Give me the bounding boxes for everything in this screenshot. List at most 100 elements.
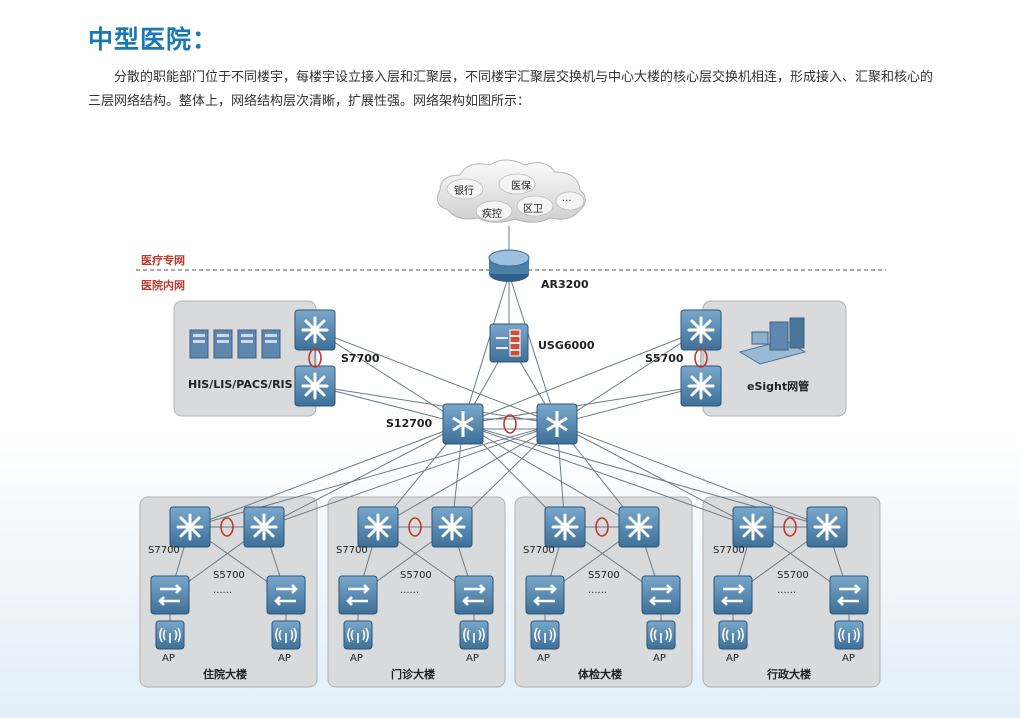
router-core-link xyxy=(462,273,510,425)
building-2-agg-switch-icon xyxy=(357,506,399,548)
cloud-item-more: ... xyxy=(562,193,572,204)
server-core-link xyxy=(314,329,464,425)
uplink-line xyxy=(263,423,558,528)
building-4-stack-icon xyxy=(783,517,797,537)
building-4-agg-switch-icon xyxy=(732,506,774,548)
intro-paragraph: 分散的职能部门位于不同楼宇，每楼宇设立接入层和汇聚层，不同楼宇汇聚层交换机与中心… xyxy=(88,70,934,109)
building-2-ap-right: AP xyxy=(466,653,479,664)
building-3-dots: ...... xyxy=(588,585,608,596)
cloud-bubble xyxy=(498,173,536,195)
mgmt-label: eSight网管 xyxy=(747,380,810,393)
mgmt-server-icon xyxy=(789,317,805,349)
building-4-dots: ...... xyxy=(777,585,797,596)
building-1-agg-switch-icon xyxy=(243,506,285,548)
cloud-item-cdc: 疾控 xyxy=(482,209,502,220)
mgmt-core-link xyxy=(462,329,702,425)
building-4-access-switch-icon xyxy=(829,575,869,615)
building-4-agg-label: S7700 xyxy=(713,545,745,556)
server-slot xyxy=(217,340,229,343)
server-stack-icon xyxy=(308,348,322,368)
firewall-label: USG6000 xyxy=(538,339,595,352)
building-1-agg-switch-icon xyxy=(169,506,211,548)
building-2-agg-label: S7700 xyxy=(336,545,368,556)
server-slot xyxy=(193,340,205,343)
building-3-ap-left: AP xyxy=(537,653,550,664)
building-3-access-switch-icon xyxy=(525,575,565,615)
building-4-name: 行政大楼 xyxy=(767,668,811,681)
building-2-stack-icon xyxy=(408,517,422,537)
mgmt-stack-icon xyxy=(694,348,708,368)
server-slot xyxy=(217,334,229,337)
zone-internal-label: 医院内网 xyxy=(141,279,185,292)
building-3-ap-icon xyxy=(646,620,676,650)
server-slot xyxy=(241,334,253,337)
building-2-ap-left: AP xyxy=(350,653,363,664)
building-3-stack-icon xyxy=(595,517,609,537)
mgmt-core-link xyxy=(556,329,702,425)
server-slot xyxy=(193,334,205,337)
server-slot xyxy=(265,340,277,343)
core-stack-icon xyxy=(503,414,517,434)
building-4-ap-right: AP xyxy=(842,653,855,664)
building-2-access-switch-icon xyxy=(454,575,494,615)
building-2-access-label: S5700 xyxy=(400,570,432,581)
building-1-dots: ...... xyxy=(213,585,233,596)
firewall-icon xyxy=(489,323,529,363)
cloud-bubble xyxy=(555,191,585,211)
building-1-ap-left: AP xyxy=(162,653,175,664)
cloud-item-insurance: 医保 xyxy=(511,181,531,192)
building-3-access-label: S5700 xyxy=(588,570,620,581)
cloud-bubble xyxy=(516,195,554,217)
router-icon xyxy=(488,249,530,267)
server-core-link xyxy=(314,329,558,425)
building-3-name: 体检大楼 xyxy=(578,668,622,681)
building-2-dots: ...... xyxy=(400,585,420,596)
core-switch-icon xyxy=(536,403,578,445)
building-2-ap-icon xyxy=(343,620,373,650)
monitor-icon xyxy=(751,331,769,345)
uplink-line xyxy=(462,423,640,528)
cloud-bubble xyxy=(475,200,513,222)
server-agg-label: S7700 xyxy=(341,352,380,365)
mgmt-server-icon xyxy=(769,321,789,351)
uplink-line xyxy=(377,423,558,528)
building-3-ap-icon xyxy=(530,620,560,650)
uplink-line xyxy=(189,423,464,528)
building-3-agg-switch-icon xyxy=(544,506,586,548)
cloud-item-district: 区卫 xyxy=(523,204,543,215)
building-3-agg-label: S7700 xyxy=(523,545,555,556)
building-2-agg-switch-icon xyxy=(431,506,473,548)
building-1-access-switch-icon xyxy=(266,575,306,615)
building-1-ap-right: AP xyxy=(278,653,291,664)
server-core-link xyxy=(314,385,464,425)
mgmt-core-link xyxy=(556,385,702,425)
server-slot xyxy=(241,340,253,343)
server-agg-switch-icon xyxy=(294,365,336,407)
core-switch-label: S12700 xyxy=(386,417,433,430)
building-2-ap-icon xyxy=(459,620,489,650)
server-agg-switch-icon xyxy=(294,309,336,351)
building-2-access-switch-icon xyxy=(338,575,378,615)
uplink-line xyxy=(263,423,464,528)
building-3-access-switch-icon xyxy=(641,575,681,615)
core-switch-icon xyxy=(442,403,484,445)
zone-external-label: 医疗专网 xyxy=(141,254,185,267)
mgmt-core-link xyxy=(462,385,702,425)
building-3-agg-switch-icon xyxy=(618,506,660,548)
building-1-name: 住院大楼 xyxy=(203,668,247,681)
building-3-ap-right: AP xyxy=(653,653,666,664)
uplink-line xyxy=(462,423,754,528)
mgmt-agg-switch-icon xyxy=(680,365,722,407)
building-4-access-switch-icon xyxy=(713,575,753,615)
building-1-access-switch-icon xyxy=(150,575,190,615)
building-4-ap-left: AP xyxy=(726,653,739,664)
router-label: AR3200 xyxy=(541,278,589,291)
building-2-name: 门诊大楼 xyxy=(391,668,435,681)
building-1-ap-icon xyxy=(271,620,301,650)
building-1-agg-label: S7700 xyxy=(148,545,180,556)
building-1-access-label: S5700 xyxy=(213,570,245,581)
building-4-access-label: S5700 xyxy=(777,570,809,581)
router-core-link xyxy=(508,273,558,425)
uplink-line xyxy=(556,423,754,528)
